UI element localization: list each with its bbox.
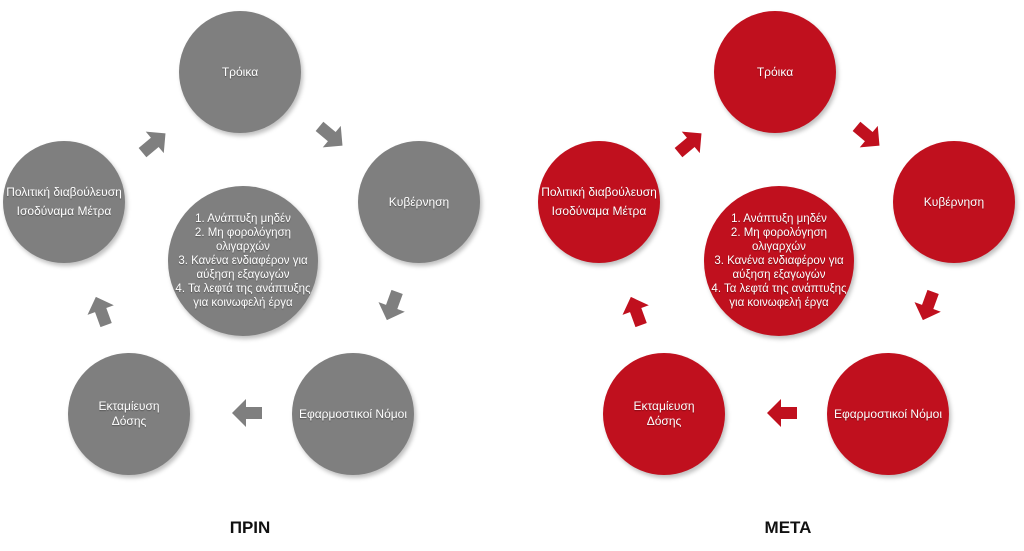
problems-center-node: 1. Ανάπτυξη μηδέν 2. Μη φορολόγηση ολιγα…: [704, 186, 854, 336]
troika-label: Τρόικα: [221, 64, 259, 79]
arrow-icon: [765, 396, 799, 430]
arrow-shape: [315, 121, 343, 148]
arrow-shape: [87, 296, 114, 328]
arrow-shape: [852, 121, 880, 148]
government-node: Κυβέρνηση: [358, 141, 480, 263]
laws-label: Εφαρμοστικοί Νόμοι: [833, 406, 943, 421]
disbursement-node: Εκταμίευση Δόσης: [603, 353, 725, 475]
arrow-icon: [906, 284, 950, 328]
arrow-icon: [614, 289, 658, 333]
before-caption: ΠΡΙΝ: [229, 518, 271, 537]
arrow-shape: [767, 399, 797, 427]
consultation-label-line1: Πολιτική διαβούλευση: [6, 185, 122, 199]
arrow-shape: [674, 131, 702, 158]
arrow-shape: [378, 289, 405, 321]
problem-line: 4. Τα λεφτά της ανάπτυξης: [711, 283, 847, 295]
before-cycle-diagram: Τρόικα Κυβέρνηση Εφαρμοστικοί Νόμοι Εκτα…: [3, 11, 480, 537]
arrow-icon: [844, 112, 892, 160]
problem-line: 1. Ανάπτυξη μηδέν: [195, 213, 291, 225]
troika-label: Τρόικα: [756, 64, 794, 79]
government-node: Κυβέρνηση: [893, 141, 1015, 263]
consultation-node: Πολιτική διαβούλευση Ισοδύναμα Μέτρα: [3, 141, 125, 263]
consultation-node: Πολιτική διαβούλευση Ισοδύναμα Μέτρα: [538, 141, 660, 263]
problem-line: ολιγαρχών: [216, 241, 270, 253]
after-caption: ΜΕΤΑ: [764, 518, 812, 537]
arrow-shape: [232, 399, 262, 427]
problem-line: για κοινωφελή έργα: [193, 297, 293, 309]
problem-line: 4. Τα λεφτά της ανάπτυξης: [175, 283, 311, 295]
government-label: Κυβέρνηση: [388, 194, 450, 209]
government-label: Κυβέρνηση: [923, 194, 985, 209]
troika-node: Τρόικα: [179, 11, 301, 133]
arrow-shape: [138, 131, 166, 158]
disbursement-label-line1: Εκταμίευση: [633, 399, 695, 413]
problem-line: 2. Μη φορολόγηση: [194, 227, 292, 239]
problem-line: ολιγαρχών: [752, 241, 806, 253]
disbursement-node: Εκταμίευση Δόσης: [68, 353, 190, 475]
arrow-icon: [307, 112, 355, 160]
problem-line: 3. Κανένα ενδιαφέρον για: [178, 255, 308, 267]
laws-label: Εφαρμοστικοί Νόμοι: [298, 406, 408, 421]
problem-line: αύξηση εξαγωγών: [196, 269, 290, 281]
consultation-label-line2: Ισοδύναμα Μέτρα: [551, 204, 647, 218]
problem-line: αύξηση εξαγωγών: [732, 269, 826, 281]
consultation-label-line2: Ισοδύναμα Μέτρα: [16, 204, 112, 218]
problems-center-node: 1. Ανάπτυξη μηδέν 2. Μη φορολόγηση ολιγα…: [168, 186, 318, 336]
arrow-icon: [370, 284, 414, 328]
arrow-shape: [622, 296, 649, 328]
problem-line: 2. Μη φορολόγηση: [730, 227, 828, 239]
arrow-icon: [79, 289, 123, 333]
laws-node: Εφαρμοστικοί Νόμοι: [292, 353, 414, 475]
problem-line: για κοινωφελή έργα: [729, 297, 829, 309]
disbursement-label-line2: Δόσης: [646, 414, 682, 428]
arrow-icon: [666, 119, 714, 167]
laws-node: Εφαρμοστικοί Νόμοι: [827, 353, 949, 475]
disbursement-label-line2: Δόσης: [111, 414, 147, 428]
arrow-shape: [914, 289, 941, 321]
arrow-icon: [230, 396, 264, 430]
problem-line: 1. Ανάπτυξη μηδέν: [731, 213, 827, 225]
disbursement-label-line1: Εκταμίευση: [98, 399, 160, 413]
arrow-icon: [130, 119, 178, 167]
problem-line: 3. Κανένα ενδιαφέρον για: [714, 255, 844, 267]
after-cycle-diagram: Τρόικα Κυβέρνηση Εφαρμοστικοί Νόμοι Εκτα…: [512, 0, 1024, 551]
troika-node: Τρόικα: [714, 11, 836, 133]
consultation-label-line1: Πολιτική διαβούλευση: [541, 185, 657, 199]
